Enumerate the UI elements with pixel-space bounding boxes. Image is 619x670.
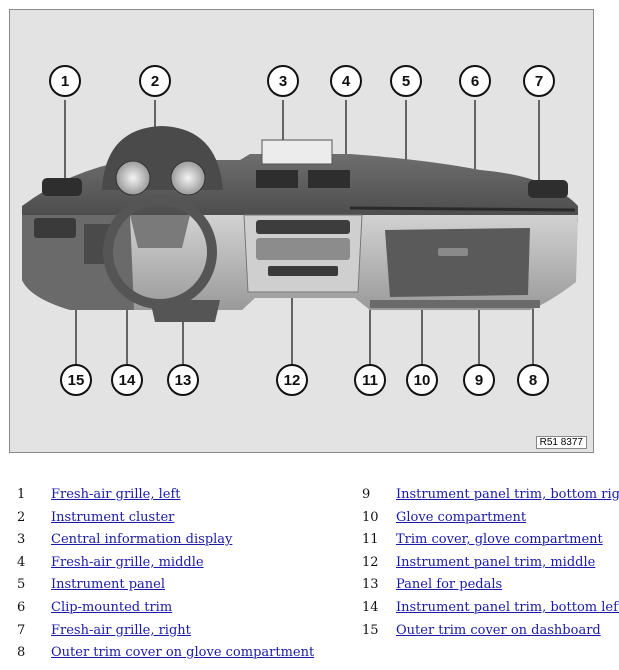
- legend-link[interactable]: Panel for pedals: [396, 577, 503, 593]
- callout-4: 4: [330, 65, 362, 97]
- callout-6: 6: [459, 65, 491, 97]
- legend-link[interactable]: Fresh-air grille, left: [51, 487, 181, 502]
- legend-link[interactable]: Instrument cluster: [51, 509, 175, 525]
- legend-number: 3: [17, 532, 26, 548]
- legend-number: 1: [17, 487, 26, 502]
- legend-number: 11: [362, 532, 379, 548]
- legend-link[interactable]: Fresh-air grille, middle: [51, 554, 204, 570]
- legend-link[interactable]: Trim cover, glove compartment: [396, 532, 603, 548]
- dashboard-illustration: 1 2 3 4 5 6 7 8 9 10 11 12 13 14 15 R51 …: [9, 9, 594, 453]
- figure-reference-code: R51 8377: [535, 436, 587, 449]
- legend-link[interactable]: Instrument panel trim, bottom left: [396, 599, 619, 615]
- callout-8: 8: [517, 364, 549, 396]
- legend-link[interactable]: Outer trim cover on dashboard: [396, 622, 601, 638]
- legend-number: 15: [362, 622, 379, 638]
- legend-link[interactable]: Instrument panel: [51, 577, 166, 593]
- legend-number: 8: [17, 645, 26, 661]
- legend-link[interactable]: Outer trim cover on glove compartment: [51, 645, 315, 661]
- legend-link[interactable]: Instrument panel trim, middle: [396, 554, 596, 570]
- dashboard-drawing: [22, 100, 578, 365]
- legend-number: 12: [362, 554, 379, 570]
- callout-13: 13: [167, 364, 199, 396]
- legend-number: 9: [362, 487, 371, 502]
- legend-link[interactable]: Fresh-air grille, right: [51, 622, 191, 638]
- legend-number: 10: [362, 509, 379, 525]
- callout-5: 5: [390, 65, 422, 97]
- legend-number: 13: [362, 577, 379, 593]
- legend-number: 14: [362, 599, 379, 615]
- legend-link[interactable]: Clip-mounted trim: [51, 599, 173, 615]
- callout-2: 2: [139, 65, 171, 97]
- legend-number: 7: [17, 622, 26, 638]
- legend-number: 2: [17, 509, 26, 525]
- callout-15: 15: [60, 364, 92, 396]
- callout-10: 10: [406, 364, 438, 396]
- legend-link[interactable]: Instrument panel trim, bottom right: [396, 487, 619, 502]
- callout-12: 12: [276, 364, 308, 396]
- legend-number: 4: [17, 554, 26, 570]
- legend-link[interactable]: Central information display: [51, 532, 233, 548]
- legend-number: 5: [17, 577, 26, 593]
- legend-number: 6: [17, 599, 26, 615]
- callout-11: 11: [354, 364, 386, 396]
- legend-link[interactable]: Glove compartment: [396, 509, 527, 525]
- callout-7: 7: [523, 65, 555, 97]
- callout-3: 3: [267, 65, 299, 97]
- callout-9: 9: [463, 364, 495, 396]
- callout-14: 14: [111, 364, 143, 396]
- callout-1: 1: [49, 65, 81, 97]
